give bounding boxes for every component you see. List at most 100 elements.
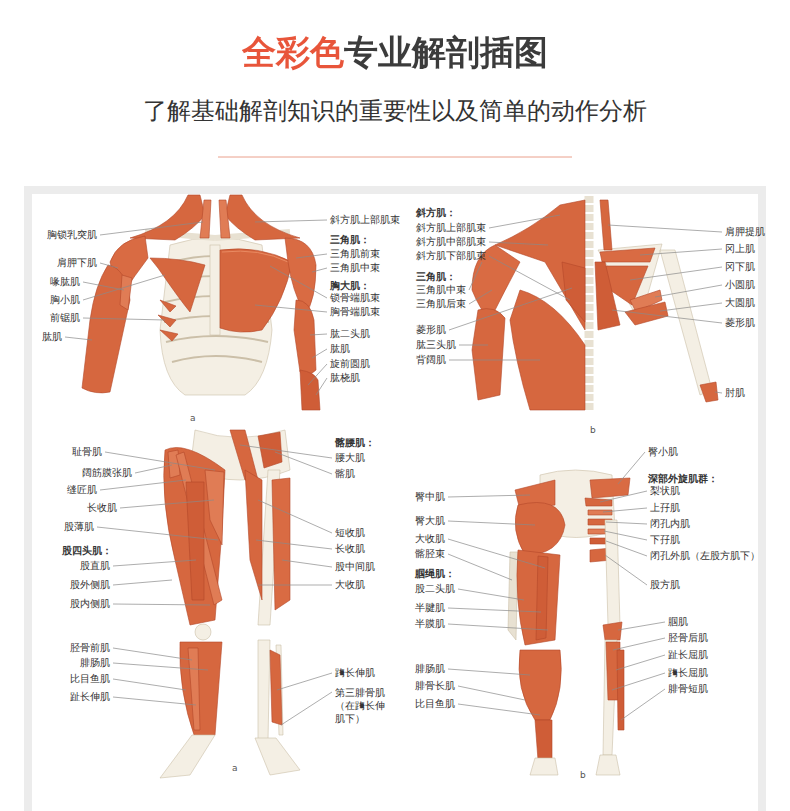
muscle-label: 菱形肌: [725, 317, 755, 329]
muscle-label: 梨状肌: [650, 485, 680, 497]
legs-back-figure-part: [603, 622, 622, 640]
muscle-label: 三角肌中束: [330, 262, 380, 274]
group-heading: 斜方肌：: [416, 207, 456, 219]
muscle-label: 大收肌: [335, 579, 365, 591]
leader-line: [449, 360, 540, 361]
legs-front-figure-part: [205, 470, 224, 545]
leader-line: [604, 531, 647, 540]
muscle-label: 背阔肌: [416, 354, 446, 366]
leader-line: [255, 305, 327, 312]
legs-front-figure-part: [270, 650, 282, 725]
leader-line: [310, 334, 327, 335]
leader-line: [113, 648, 192, 660]
legs-front-figure-part: [195, 624, 211, 640]
leader-line: [469, 262, 482, 290]
legs-front-figure-part: [186, 482, 204, 600]
muscle-label: 臀中肌: [415, 491, 445, 503]
muscle-label: 股二头肌: [415, 583, 455, 595]
muscle-label: 三角肌中束: [416, 284, 466, 296]
legs-back-figure-part: [588, 510, 612, 515]
legs-back-figure: [508, 470, 630, 775]
panel-letter: b: [580, 769, 586, 781]
leader-line: [449, 288, 572, 330]
legs-back-figure-part: [590, 478, 630, 498]
legs-back-figure-part: [617, 650, 624, 730]
leader-line: [97, 527, 218, 540]
legs-back-figure-part: [519, 650, 561, 720]
leader-line: [282, 560, 332, 567]
muscle-label: 肩胛下肌: [57, 257, 97, 269]
page-caption: 了解基础解剖知识的重要性以及简单的动作分析: [143, 95, 647, 127]
muscle-label: 上孖肌: [650, 502, 680, 514]
muscle-label: 大收肌: [415, 533, 445, 545]
muscle-label: 长收肌: [335, 543, 365, 555]
muscle-label: 胫骨前肌: [70, 642, 110, 654]
legs-back-figure-part: [585, 498, 612, 506]
legs-back-figure-part: [535, 720, 552, 760]
muscle-label: 半腱肌: [415, 602, 445, 614]
leader-line: [100, 263, 118, 268]
leader-line: [113, 663, 208, 670]
torso-front-figure-part-part: [172, 356, 262, 362]
muscle-label: 股内侧肌: [70, 598, 110, 610]
torso-front-figure-part: [219, 200, 230, 238]
leader-line: [605, 555, 647, 585]
muscle-label: 胸小肌: [50, 294, 80, 306]
leader-line: [113, 697, 196, 705]
legs-front-figure-part: [245, 470, 262, 600]
muscle-label: 冈下肌: [725, 261, 755, 273]
muscle-label: 臀大肌: [415, 515, 445, 527]
muscle-label: 大圆肌: [725, 297, 755, 309]
leader-line: [489, 215, 560, 228]
legs-back-figure-part: [508, 552, 518, 640]
leader-line: [448, 624, 548, 630]
panel-frame-part: [24, 186, 766, 811]
muscle-label: 腓肠肌: [415, 663, 445, 675]
torso-front-figure-part: [158, 300, 178, 341]
muscle-label: 趾长伸肌: [70, 691, 110, 703]
legs-front-figure-part: [160, 735, 215, 778]
legs-front-figure: [160, 430, 300, 778]
group-heading: 三角肌：: [416, 271, 456, 283]
muscle-label: 肱三头肌: [416, 339, 456, 351]
leader-line: [113, 560, 196, 566]
leader-line: [312, 268, 327, 272]
leader-line: [281, 692, 332, 725]
muscle-label: 三角肌前束: [330, 248, 380, 260]
legs-back-figure-part: [536, 556, 548, 640]
leader-line: [612, 310, 722, 323]
torso-back-figure-part: [510, 290, 585, 410]
muscle-label: 第三腓骨肌 （在踇长伸 肌下）: [335, 686, 393, 725]
muscle-label: 腰大肌: [335, 452, 365, 464]
muscle-label: 腓骨短肌: [668, 683, 708, 695]
muscle-label: 股中间肌: [335, 561, 375, 573]
legs-back-figure-part: [596, 755, 620, 775]
muscle-label: 闭孔外肌（左股方肌下）: [650, 550, 760, 562]
muscle-label: 三角肌后束: [416, 298, 466, 310]
muscle-label: 肱肌: [330, 343, 350, 355]
header-rule: [218, 157, 572, 158]
leader-line: [618, 452, 645, 484]
panel-frame: [24, 186, 766, 811]
legs-front-figure-part: [164, 448, 225, 626]
leader-line: [448, 669, 530, 675]
panel-letter: a: [232, 762, 238, 774]
muscle-label: 阔筋膜张肌: [82, 467, 132, 479]
leader-line: [135, 465, 172, 473]
muscle-label: 股外侧肌: [70, 579, 110, 591]
torso-front-figure-part: [120, 275, 132, 310]
leader-line: [100, 480, 186, 490]
leader-line: [448, 608, 541, 612]
muscle-label: 肱桡肌: [330, 372, 360, 384]
leader-line: [458, 589, 524, 600]
muscle-label: 斜方肌上部肌束: [330, 214, 400, 226]
legs-back-figure-part: [515, 503, 565, 556]
group-heading: 深部外旋肌群：: [648, 473, 718, 485]
muscle-label: 短收肌: [335, 527, 365, 539]
muscle-label: 腘肌: [668, 616, 688, 628]
muscle-label: 胸锁乳突肌: [47, 229, 97, 241]
muscle-label: 冈上肌: [725, 243, 755, 255]
leader-line: [83, 275, 165, 300]
leader-line: [448, 539, 545, 568]
